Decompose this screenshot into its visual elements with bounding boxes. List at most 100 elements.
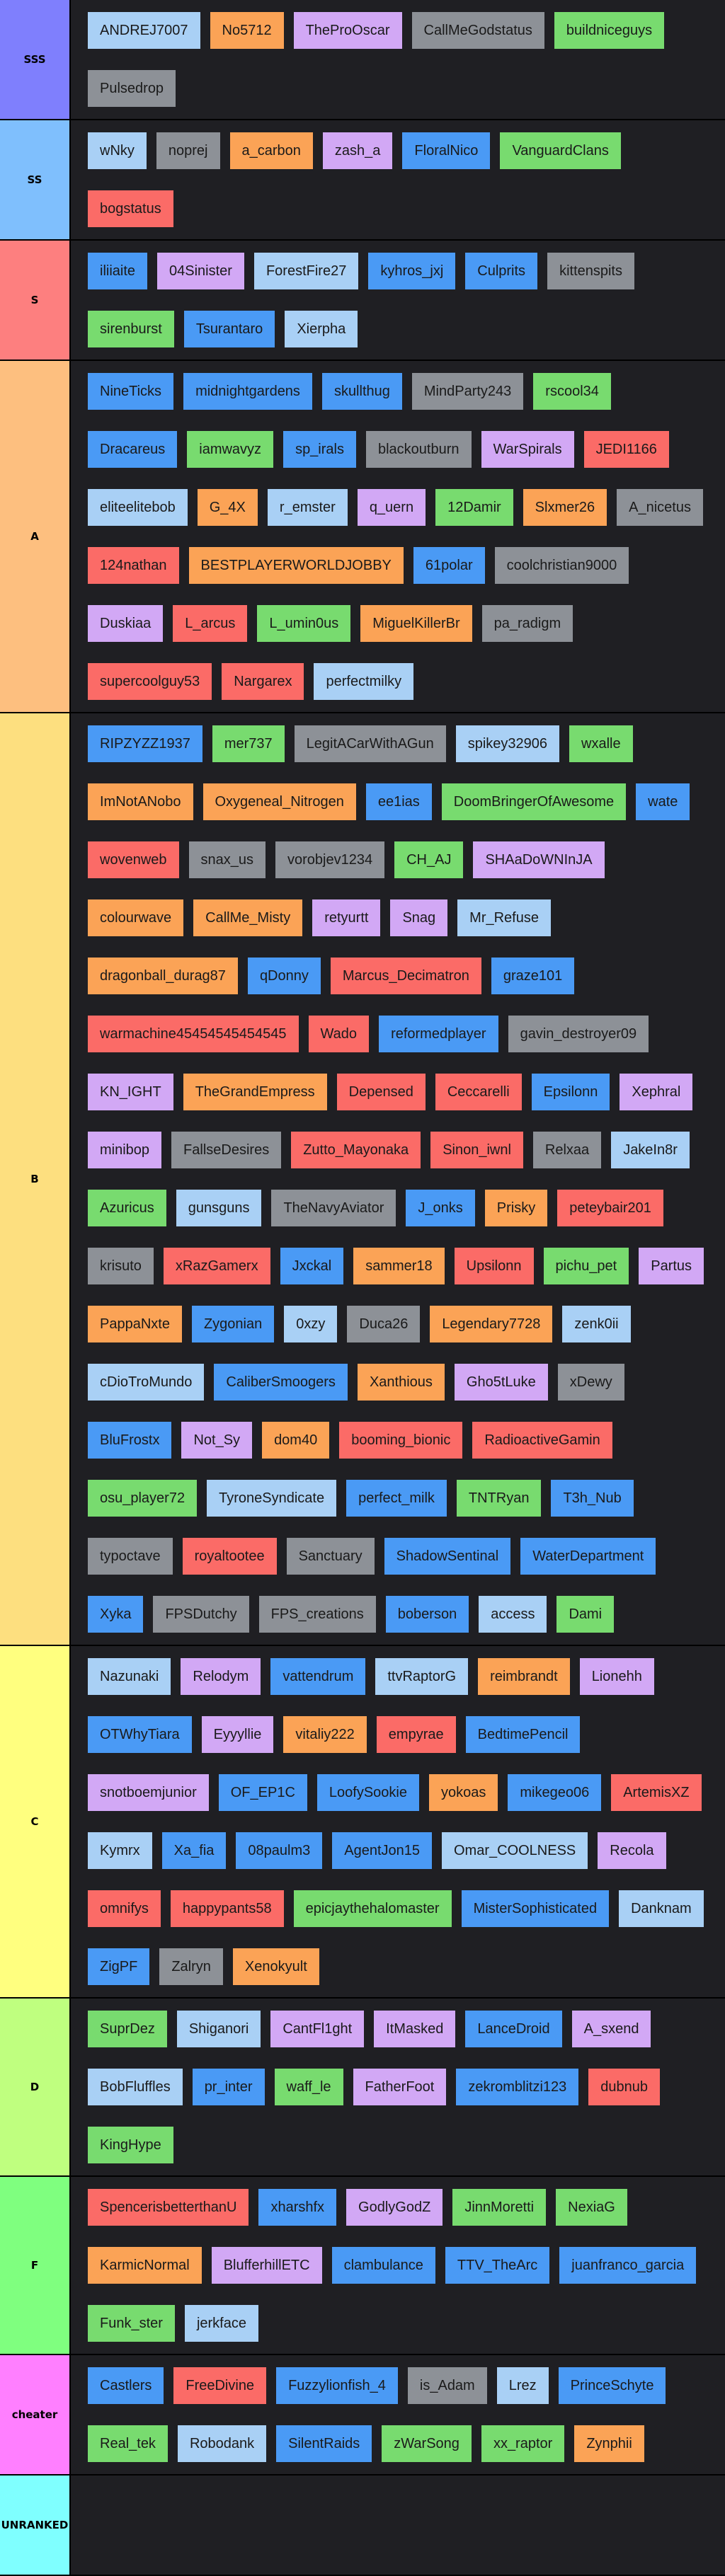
tier-item[interactable]: Castlers (88, 2367, 164, 2404)
tier-item[interactable]: RIPZYZZ1937 (88, 725, 202, 762)
tier-item[interactable]: spikey32906 (455, 725, 560, 762)
tier-item[interactable]: mikegeo06 (508, 1774, 602, 1811)
tier-item[interactable]: xDewy (557, 1364, 624, 1401)
tier-item[interactable]: BESTPLAYERWORLDJOBBY (188, 547, 404, 584)
tier-item[interactable]: WaterDepartment (520, 1538, 656, 1575)
tier-item[interactable]: snax_us (188, 841, 266, 878)
tier-item[interactable]: is_Adam (407, 2367, 487, 2404)
tier-item[interactable]: vattendrum (270, 1658, 366, 1695)
tier-item[interactable]: retyurtt (312, 899, 381, 936)
tier-item[interactable]: FPS_creations (258, 1596, 376, 1633)
tier-item[interactable]: Duskiaa (88, 605, 164, 642)
tier-item[interactable]: SHAaDoWNInJA (473, 841, 605, 878)
tier-item[interactable]: RadioactiveGamin (472, 1422, 612, 1459)
tier-item[interactable]: DoomBringerOfAwesome (441, 783, 627, 820)
tier-item[interactable]: Zynphii (574, 2425, 644, 2462)
tier-item[interactable]: TheNavyAviator (271, 1190, 396, 1226)
tier-item[interactable]: FallseDesires (171, 1132, 282, 1168)
tier-item[interactable]: pr_inter (192, 2069, 265, 2105)
tier-item[interactable]: zWarSong (382, 2425, 472, 2462)
tier-items-area[interactable] (71, 2476, 725, 2575)
tier-item[interactable]: WarSpirals (481, 431, 574, 468)
tier-item[interactable]: CallMe_Misty (193, 899, 303, 936)
tier-item[interactable]: ttvRaptorG (375, 1658, 469, 1695)
tier-item[interactable]: Pulsedrop (88, 70, 176, 107)
tier-item[interactable]: omnifys (88, 1890, 161, 1927)
tier-item[interactable]: Marcus_Decimatron (330, 958, 481, 994)
tier-item[interactable]: Lionehh (579, 1658, 654, 1695)
tier-item[interactable]: iamwavyz (187, 431, 274, 468)
tier-item[interactable]: Dami (556, 1596, 615, 1633)
tier-item[interactable]: Zygonian (191, 1306, 275, 1342)
tier-item[interactable]: sirenburst (88, 311, 174, 347)
tier-item[interactable]: perfect_milk (346, 1480, 447, 1517)
tier-item[interactable]: boberson (385, 1596, 469, 1633)
tier-item[interactable]: bogstatus (88, 190, 173, 227)
tier-item[interactable]: Omar_COOLNESS (442, 1832, 588, 1869)
tier-item[interactable]: JEDI1166 (583, 431, 669, 468)
tier-item[interactable]: jerkface (184, 2305, 258, 2342)
tier-item[interactable]: 08paulm3 (236, 1832, 323, 1869)
tier-item[interactable]: ShadowSentinal (384, 1538, 511, 1575)
tier-item[interactable]: A_sxend (571, 2011, 651, 2047)
tier-item[interactable]: Prisky (484, 1190, 548, 1226)
tier-item[interactable]: ZigPF (88, 1948, 150, 1985)
tier-item[interactable]: Relodym (181, 1658, 261, 1695)
tier-item[interactable]: Funk_ster (88, 2305, 175, 2342)
tier-item[interactable]: PappaNxte (88, 1306, 182, 1342)
tier-item[interactable]: dragonball_durag87 (88, 958, 238, 994)
tier-item[interactable]: MiguelKillerBr (360, 605, 472, 642)
tier-item[interactable]: Xyka (88, 1596, 144, 1633)
tier-item[interactable]: r_emster (267, 489, 348, 526)
tier-item[interactable]: Lrez (496, 2367, 549, 2404)
tier-item[interactable]: Dracareus (88, 431, 178, 468)
tier-item[interactable]: BobFluffles (88, 2069, 183, 2105)
tier-item[interactable]: wNky (88, 132, 147, 169)
tier-item[interactable]: CaliberSmoogers (214, 1364, 348, 1401)
tier-item[interactable]: Depensed (336, 1074, 426, 1110)
tier-item[interactable]: Zutto_Mayonaka (291, 1132, 421, 1168)
tier-item[interactable]: vorobjev1234 (275, 841, 385, 878)
tier-item[interactable]: gavin_destroyer09 (508, 1016, 649, 1052)
tier-item[interactable]: sammer18 (353, 1248, 445, 1284)
tier-item[interactable]: happypants58 (170, 1890, 284, 1927)
tier-item[interactable]: noprej (156, 132, 220, 169)
tier-item[interactable]: gunsguns (176, 1190, 262, 1226)
tier-item[interactable]: FPSDutchy (153, 1596, 249, 1633)
tier-item[interactable]: mer737 (212, 725, 285, 762)
tier-item[interactable]: L_arcus (173, 605, 248, 642)
tier-item[interactable]: ImNotANobo (88, 783, 193, 820)
tier-item[interactable]: snotboemjunior (88, 1774, 209, 1811)
tier-item[interactable]: TyroneSyndicate (207, 1480, 337, 1517)
tier-item[interactable]: Legendary7728 (430, 1306, 553, 1342)
tier-item[interactable]: xRazGamerx (163, 1248, 270, 1284)
tier-item[interactable]: vitaliy222 (283, 1716, 367, 1753)
tier-item[interactable]: JakeIn8r (611, 1132, 690, 1168)
tier-item[interactable]: wate (636, 783, 690, 820)
tier-item[interactable]: minibop (88, 1132, 162, 1168)
tier-item[interactable]: LoofySookie (316, 1774, 419, 1811)
tier-item[interactable]: OTWhyTiara (88, 1716, 192, 1753)
tier-item[interactable]: Snag (390, 899, 448, 936)
tier-item[interactable]: clambulance (331, 2247, 435, 2284)
tier-item[interactable]: waff_le (274, 2069, 343, 2105)
tier-item[interactable]: xharshfx (258, 2189, 337, 2226)
tier-item[interactable]: FloralNico (402, 132, 491, 169)
tier-item[interactable]: buildniceguys (554, 12, 665, 49)
tier-item[interactable]: zenk0ii (562, 1306, 631, 1342)
tier-item[interactable]: TheProOscar (293, 12, 402, 49)
tier-item[interactable]: PrinceSchyte (558, 2367, 666, 2404)
tier-item[interactable]: coolchristian9000 (494, 547, 629, 584)
tier-item[interactable]: zekromblitzi123 (456, 2069, 579, 2105)
tier-item[interactable]: OF_EP1C (218, 1774, 307, 1811)
tier-item[interactable]: TheGrandEmpress (183, 1074, 327, 1110)
tier-item[interactable]: 61polar (413, 547, 485, 584)
tier-item[interactable]: xx_raptor (481, 2425, 565, 2462)
tier-item[interactable]: reformedplayer (379, 1016, 498, 1052)
tier-item[interactable]: wovenweb (88, 841, 179, 878)
tier-item[interactable]: KingHype (88, 2127, 173, 2163)
tier-item[interactable]: typoctave (88, 1538, 173, 1575)
